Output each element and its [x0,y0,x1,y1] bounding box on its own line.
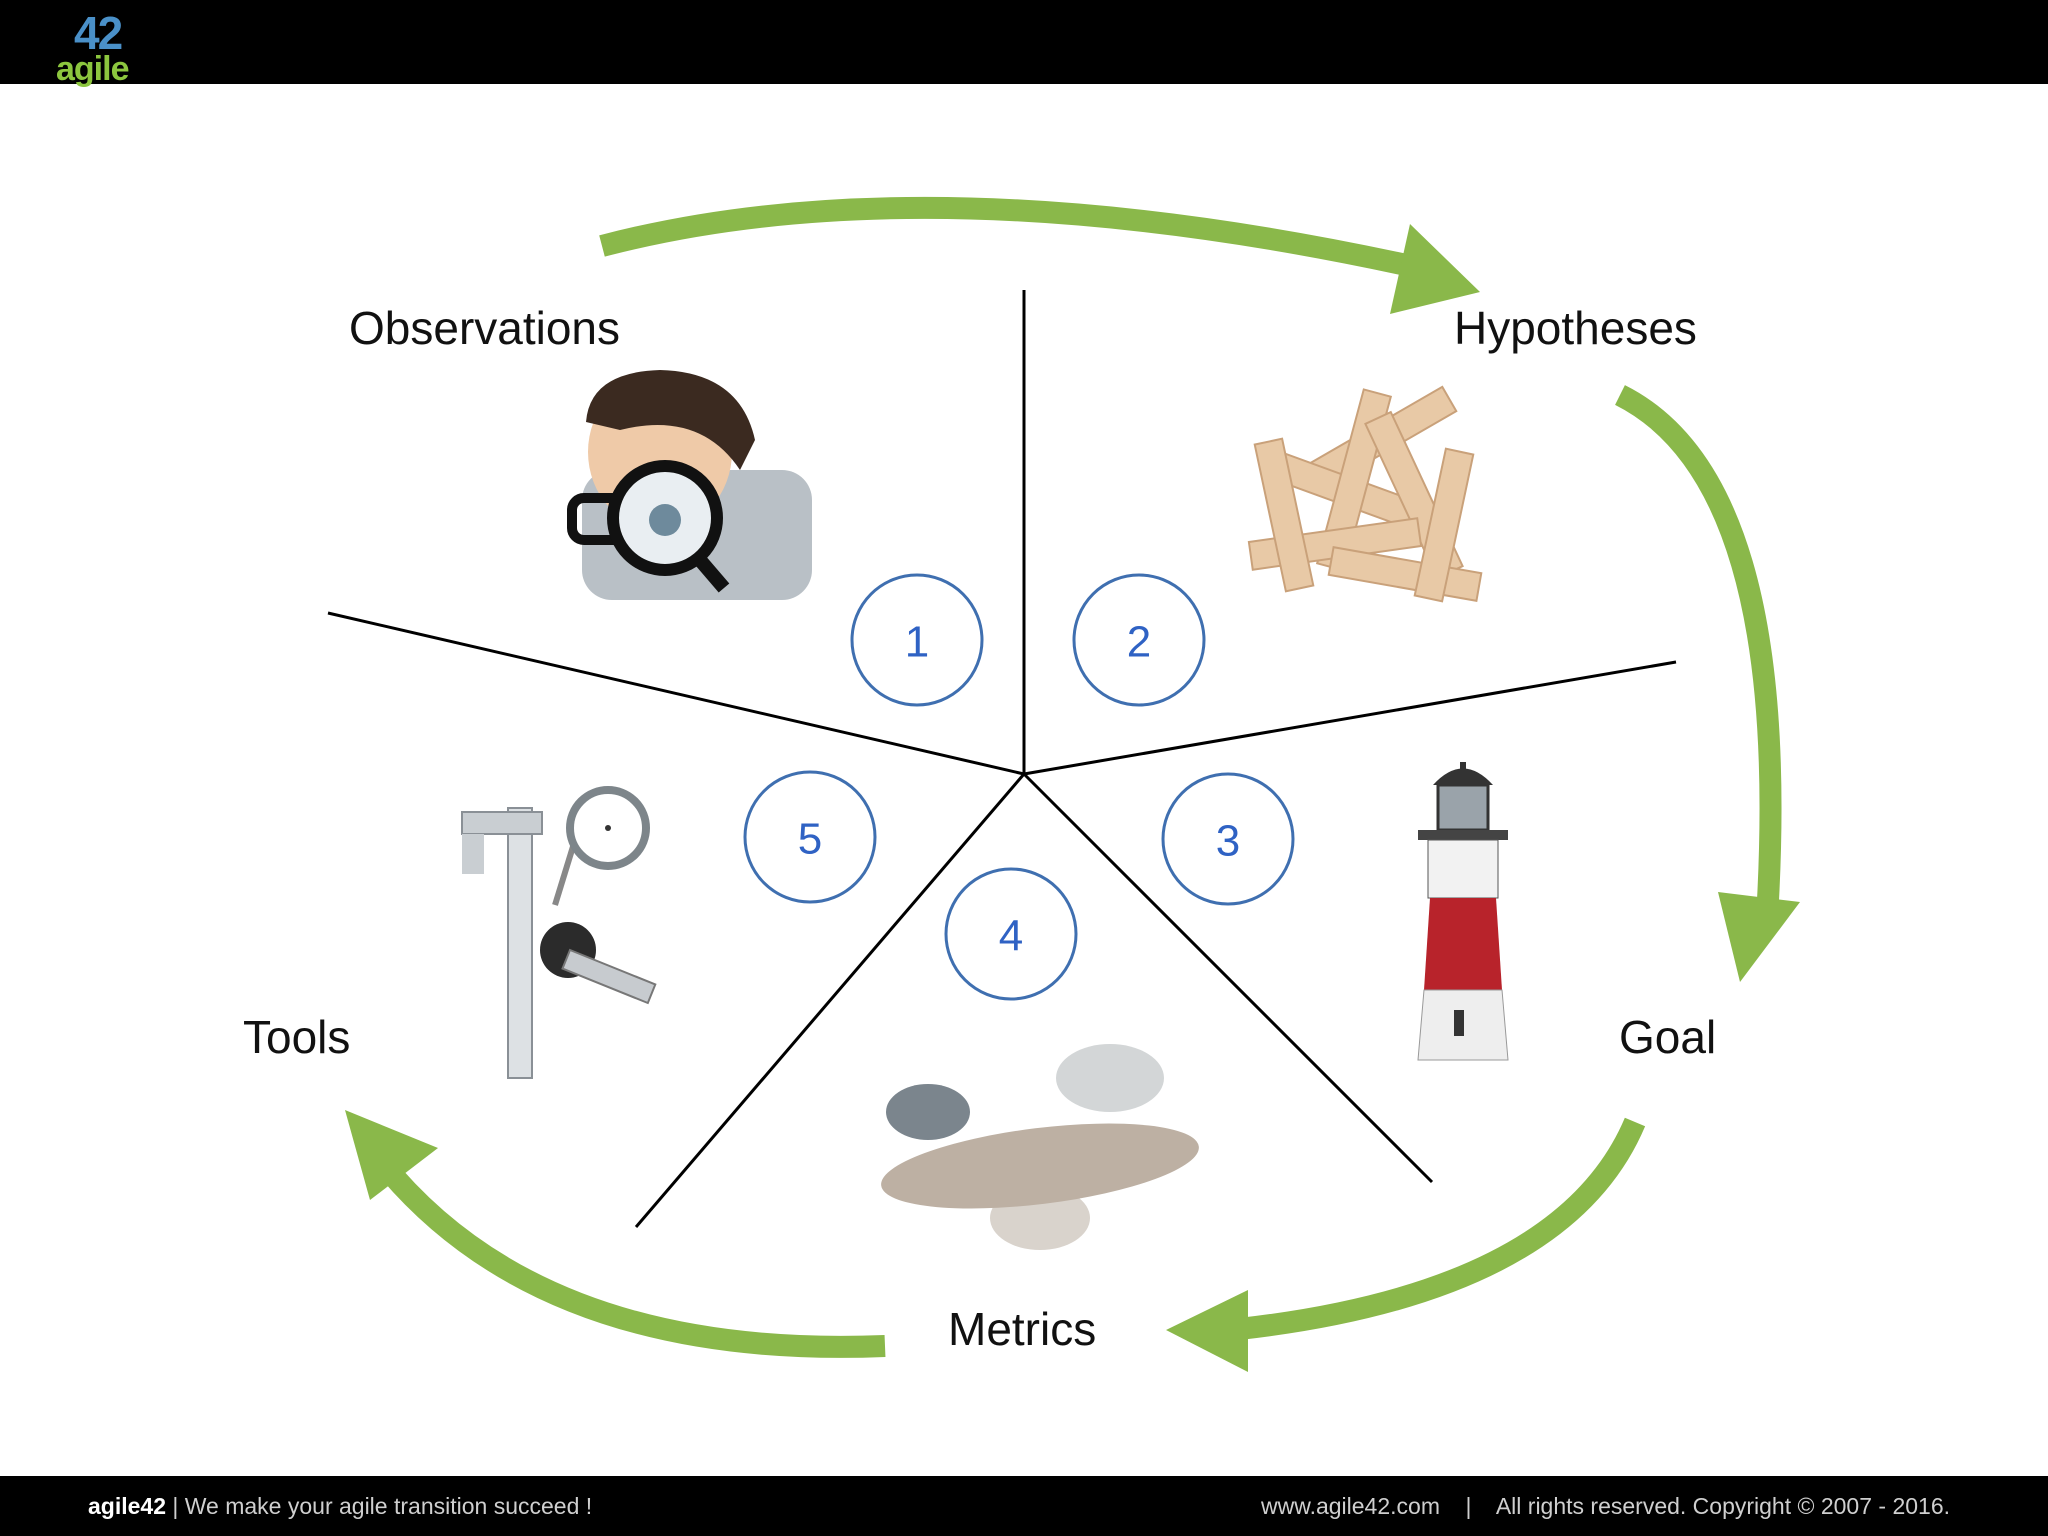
footer-brand-line: agile42 | We make your agile transition … [88,1493,592,1520]
label-observations: Observations [349,302,621,354]
footer-separator: | [1465,1493,1472,1519]
step-number-2: 2 [1127,618,1151,667]
balanced-stones-icon [881,1044,1199,1250]
arrowhead-icon [345,1110,438,1200]
footer-right: www.agile42.com | All rights reserved. C… [1261,1493,1950,1520]
step-number-1: 1 [905,618,929,667]
step-circle-2 [1072,573,1206,707]
step-number-4: 4 [999,912,1023,961]
wooden-puzzle-icon [1247,385,1483,603]
arrow-goal-to-metrics [1208,1117,1646,1343]
top-bar: 42 agile [0,0,2048,88]
arrow-metrics-to-tools [371,1153,886,1358]
footer-tagline: | We make your agile transition succeed … [166,1493,593,1519]
arrowhead-icon [1390,224,1480,314]
diagram-canvas: 1 2 3 4 5 [327,196,1800,1372]
arrow-hypotheses-to-goal [1615,385,1782,901]
footer-brand: agile42 [88,1493,166,1519]
footer-copyright: All rights reserved. Copyright © 2007 - … [1495,1493,1950,1519]
divider-lines [327,290,1677,1228]
arrow-heads [345,224,1800,1372]
step-circle-4 [944,867,1078,1001]
footer-bar: agile42 | We make your agile transition … [0,1476,2048,1536]
step-number-5: 5 [798,815,822,864]
arrowhead-icon [1718,892,1800,982]
cycle-diagram: 1 2 3 4 5 Observations Hypotheses Goal M… [0,84,2048,1476]
label-tools: Tools [243,1011,351,1063]
logo-number: 42 [74,7,123,59]
step-circle-5 [743,770,877,904]
step-circle-1 [850,573,984,707]
measuring-tools-icon [461,786,657,1079]
label-metrics: Metrics [948,1303,1097,1355]
step-circle-3 [1161,772,1295,906]
step-number-3: 3 [1216,817,1240,866]
footer-site-link[interactable]: www.agile42.com [1261,1493,1440,1519]
label-goal: Goal [1619,1011,1717,1063]
cycle-arrows [371,196,1782,1358]
step-numbers: 1 2 3 4 5 [798,618,1240,961]
arrowhead-icon [1166,1290,1248,1372]
arrow-observations-to-hypotheses [599,196,1423,279]
logo-word: agile [56,50,129,88]
magnifying-glass-man-icon [567,370,812,600]
agile42-logo[interactable]: 42 agile [54,6,154,90]
step-circles [743,573,1295,1001]
label-hypotheses: Hypotheses [1454,302,1697,354]
lighthouse-icon [1417,762,1509,1061]
